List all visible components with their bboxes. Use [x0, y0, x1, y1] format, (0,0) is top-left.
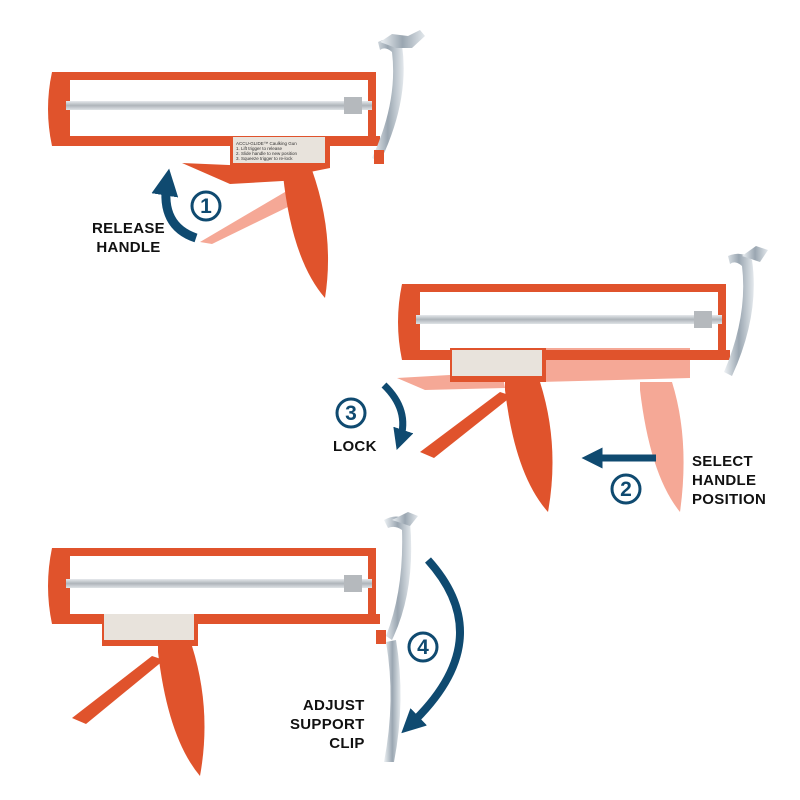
frame-bottom-rail-3 — [70, 614, 380, 624]
plate-1 — [233, 137, 325, 163]
frame-bottom-rail-1 — [70, 136, 380, 146]
ghost-handle-2b — [640, 382, 684, 512]
ghost-handle-1 — [200, 190, 302, 244]
step-4-number: 4 — [417, 636, 429, 659]
handle-2 — [505, 382, 553, 512]
step-4-line-2: SUPPORT — [290, 716, 365, 733]
step-2-number: 2 — [620, 478, 632, 501]
step-4-badge — [407, 631, 439, 663]
step-3-label: LOCK — [333, 437, 377, 456]
step-4-line-3: CLIP — [329, 735, 365, 752]
spring-3 — [344, 575, 362, 592]
step-1-line-1: RELEASE — [92, 220, 165, 237]
frame-top-rail-2 — [402, 284, 724, 292]
step-4-label: ADJUST SUPPORT CLIP — [290, 696, 365, 753]
gun-3 — [48, 512, 464, 776]
step-3-line-1: LOCK — [333, 438, 377, 455]
trigger-3 — [72, 656, 164, 724]
step-2-line-2: HANDLE — [692, 472, 757, 489]
step-1-number: 1 — [200, 195, 212, 218]
frame-bottom-rail-2 — [420, 350, 730, 360]
step-2-label: SELECT HANDLE POSITION — [692, 452, 766, 509]
plate-line-2: 2. Slide handle to new position — [236, 151, 298, 156]
arc-down-arrow-icon — [401, 557, 464, 734]
gun-2 — [335, 246, 768, 512]
plate-2 — [452, 350, 542, 376]
curved-up-arrow-icon — [151, 168, 198, 243]
gun-1 — [48, 30, 425, 298]
plate-title: ACCU-GLIDE™ Caulking Gun — [236, 141, 297, 146]
plate-3 — [104, 614, 194, 640]
step-1-label: RELEASE HANDLE — [92, 219, 165, 257]
spring-2 — [694, 311, 712, 328]
handle-3 — [158, 646, 205, 776]
spring-1 — [344, 97, 362, 114]
support-clip-3 — [384, 516, 412, 640]
plate-line-1: 1. Lift trigger to release — [236, 146, 283, 151]
plunger-rod-1 — [66, 101, 372, 110]
instruction-plate-text: ACCU-GLIDE™ Caulking Gun 1. Lift trigger… — [236, 141, 298, 161]
support-clip-1 — [372, 39, 404, 162]
frame-end-cap-3 — [48, 548, 70, 624]
plunger-rod-3 — [66, 579, 372, 588]
step-3-number: 3 — [345, 402, 357, 425]
frame-end-cap-1 — [48, 72, 70, 146]
trigger-2 — [420, 392, 512, 458]
step-2-line-1: SELECT — [692, 453, 753, 470]
frame-end-cap-2 — [398, 284, 420, 360]
curved-down-arrow-icon — [381, 382, 414, 450]
frame-top-rail-1 — [52, 72, 374, 80]
step-1-badge — [190, 190, 222, 222]
plate-line-3: 3. Squeeze trigger to re-lock — [236, 156, 293, 161]
step-2-line-3: POSITION — [692, 491, 767, 508]
step-2-badge — [610, 473, 642, 505]
plunger-rod-2 — [416, 315, 722, 324]
step-1-line-2: HANDLE — [96, 239, 161, 256]
step-3-badge — [335, 397, 367, 429]
support-clip-2 — [724, 253, 754, 376]
step-4-line-1: ADJUST — [302, 697, 365, 714]
frame-top-rail-3 — [52, 548, 374, 556]
handle-1 — [283, 170, 329, 298]
